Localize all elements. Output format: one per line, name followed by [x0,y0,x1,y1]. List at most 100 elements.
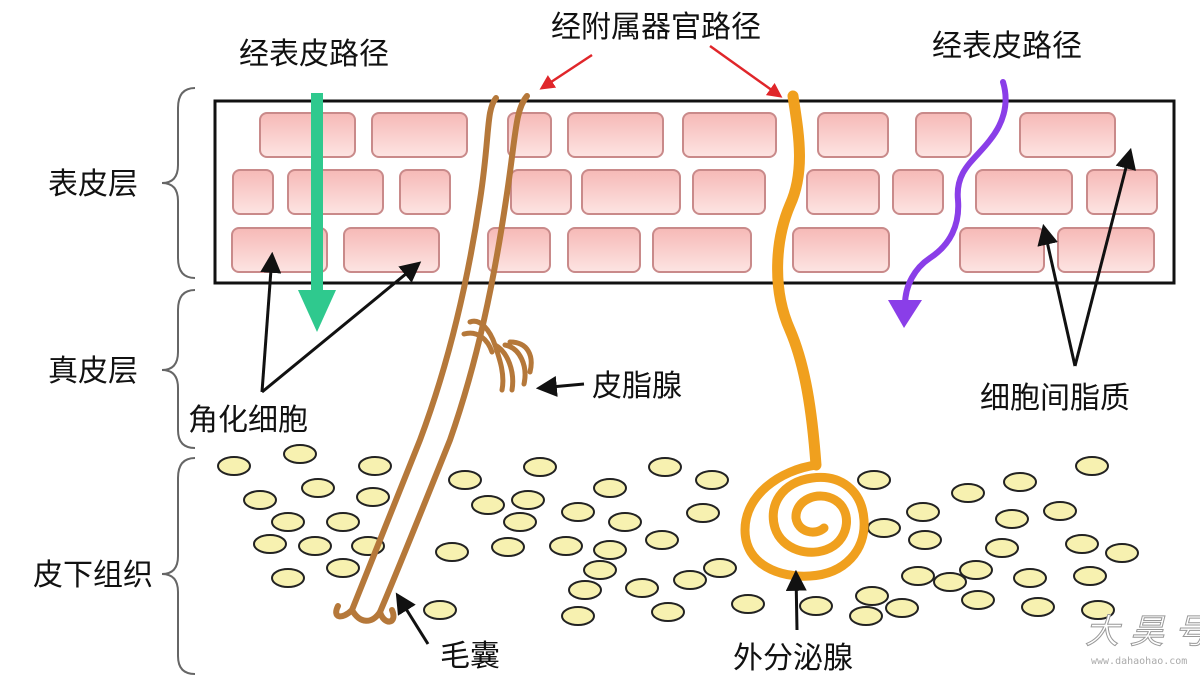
fat-cell [561,606,595,626]
fat-cell [271,568,305,588]
fat-cell [951,483,985,503]
fat-cell [695,470,729,490]
sweat-coil [740,460,869,581]
fat-cell [583,560,617,580]
fat-cell [961,590,995,610]
label-epidermis: 表皮层 [48,167,138,202]
fat-cell [1043,501,1077,521]
fat-cell [855,586,889,606]
corneocyte-cell [567,112,664,158]
corneocyte-cell [343,227,440,273]
fat-cell [901,566,935,586]
fat-cell [651,602,685,622]
fat-cell [523,457,557,477]
corneocyte-cell [915,112,972,158]
fat-cell [1021,597,1055,617]
fat-cell [933,572,967,592]
label-transepidermal-left: 经表皮路径 [239,37,389,72]
corneocyte-cell [371,112,468,158]
watermark-url: www.dahaohao.com [1091,656,1187,667]
fat-cell [283,444,317,464]
fat-cell [995,509,1029,529]
fat-cell [253,534,287,554]
corneocyte-cell [817,112,889,158]
brace-subcutaneous [161,457,196,675]
brace-epidermis [161,87,196,279]
arrow-sweat-gland [785,569,807,631]
hair-shaft-outer [349,95,499,613]
label-transappendageal: 经附属器官路径 [551,10,761,45]
appendageal-arrows [539,44,783,98]
arrow-corneocyte-1 [260,251,282,393]
fat-cell [648,457,682,477]
fat-cell [1075,456,1109,476]
fat-cell [625,578,659,598]
fat-cell [435,542,469,562]
transepidermal-arrow-left [298,93,336,332]
fat-cell [645,530,679,550]
fat-cell [358,456,392,476]
corneocyte-cell [581,169,681,215]
sweat-gland [740,90,869,581]
fat-cell [568,580,602,600]
arrow-corneocyte-2 [261,261,422,394]
corneocyte-cell [1086,169,1158,215]
corneocyte-cell [792,227,890,273]
corneocyte-cell [487,227,551,273]
layer-braces [161,87,196,675]
brace-dermis [161,289,196,449]
corneocyte-cell [399,169,451,215]
fat-cell [799,596,833,616]
fat-cell [326,558,360,578]
fat-cell [491,537,525,557]
corneocyte-cell [892,169,944,215]
corneocyte-cell [287,169,384,215]
arrow-lipids-2 [1073,147,1136,367]
corneocytes-group [231,112,1158,273]
fat-cell [857,470,891,490]
transepidermal-arrow-right [888,79,1009,328]
watermark-text: 大 昊 号 [1085,612,1200,652]
hair-follicle [333,93,534,625]
fat-cell [243,490,277,510]
fat-cell [985,538,1019,558]
fat-cell [908,530,942,550]
arrow-sebaceous [535,376,585,397]
hair-bulb [333,603,397,625]
fat-cell [1073,566,1107,586]
fat-cell [301,478,335,498]
fat-cells-group [217,444,1139,626]
corneocyte-cell [1019,112,1116,158]
fat-cell [1013,568,1047,588]
label-transepidermal-right: 经表皮路径 [932,29,1082,64]
fat-cell [561,502,595,522]
fat-cell [959,560,993,580]
label-sweat-gland: 外分泌腺 [733,641,853,676]
corneocyte-cell [510,169,572,215]
fat-cell [511,490,545,510]
corneocyte-cell [232,169,274,215]
corneocyte-cell [259,112,356,158]
sebaceous-lobes [461,318,534,393]
arrow-hair-follicle [395,592,430,645]
fat-cell [1081,600,1115,620]
fat-cell [549,536,583,556]
fat-cell [423,600,457,620]
fat-cell [885,598,919,618]
fat-cell [356,487,390,507]
fat-cell [1105,543,1139,563]
label-sebaceous-gland: 皮脂腺 [592,369,682,404]
corneocyte-cell [652,227,752,273]
fat-cell [673,570,707,590]
hair-shaft-inner [377,93,530,615]
corneocyte-cell [567,227,641,273]
fat-cell [1003,472,1037,492]
fat-cell [849,606,883,626]
sweat-duct [772,90,822,471]
fat-cell [503,512,537,532]
corneocyte-cell [975,169,1073,215]
fat-cell [298,536,332,556]
callout-arrows [260,147,1136,645]
fat-cell [703,558,737,578]
